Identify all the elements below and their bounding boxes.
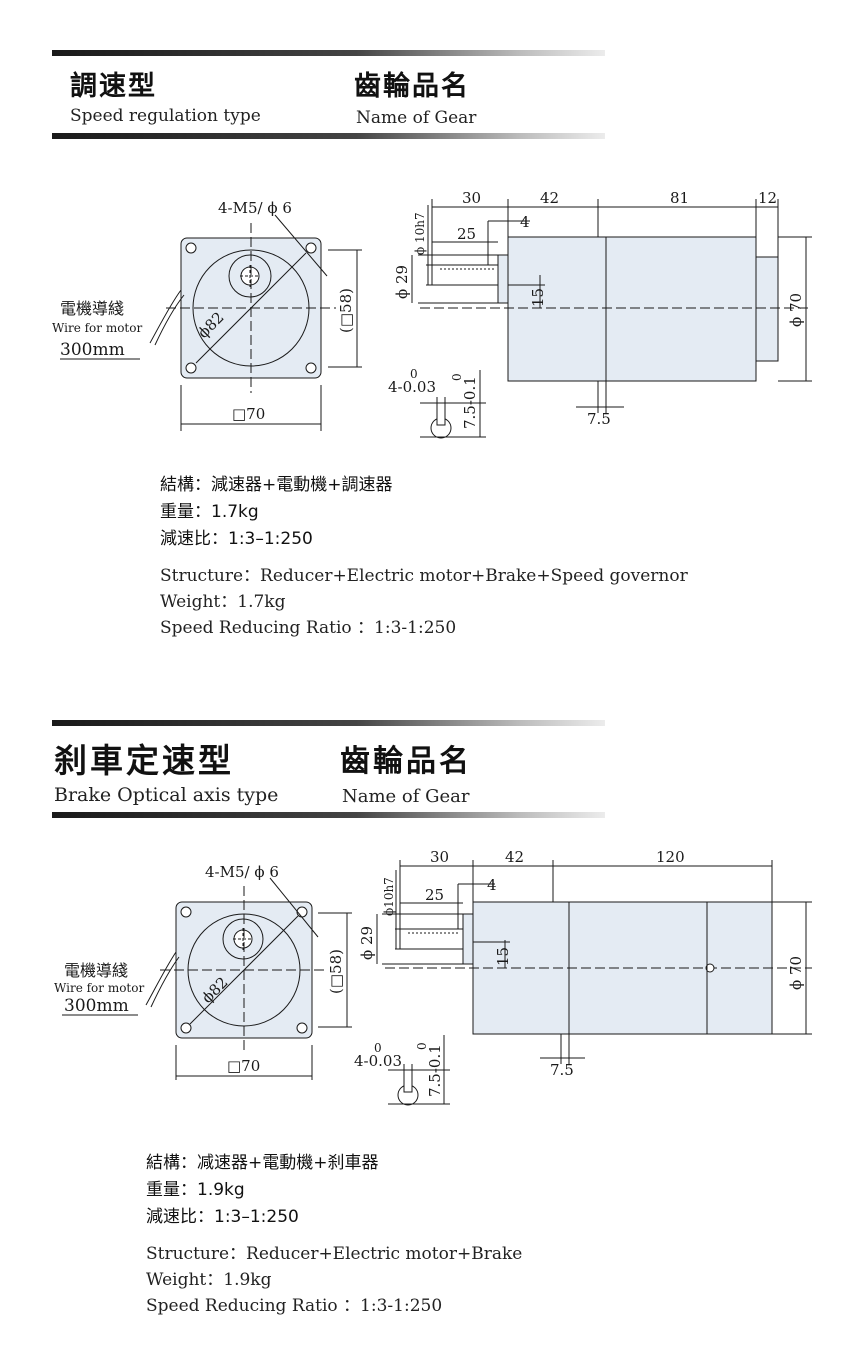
header-rule-top — [52, 50, 605, 56]
gear-title-en: Name of Gear — [356, 108, 477, 128]
header-rule-top — [52, 720, 605, 726]
side-view — [411, 199, 812, 439]
spec-ratio-cn: 減速比：1:3–1:250 — [160, 529, 313, 549]
gear-title-en: Name of Gear — [342, 786, 470, 807]
wire-label-en: Wire for motor — [52, 321, 142, 335]
bolt-hole — [185, 362, 197, 374]
spec-ratio-en: Speed Reducing Ratio ：1:3-1:250 — [160, 618, 457, 638]
spec-block: 結構：減速器+電動機+調速器 重量：1.7kg 減速比：1:3–1:250 St… — [160, 472, 688, 641]
spec-weight-en: Weight：1.7kg — [160, 592, 286, 612]
key-width-upper: 0 — [410, 367, 418, 381]
bolt-hole — [305, 362, 317, 374]
wire-length-label: 300mm — [60, 340, 125, 360]
technical-drawing: 4-M5/ ϕ 6 ϕ82 (□58) □70 電機導綫 Wire for mo… — [0, 175, 860, 465]
gear-title-cn: 齒輪品名 — [354, 71, 470, 102]
shaft-hub — [497, 254, 509, 304]
spec-weight-cn: 重量：1.7kg — [160, 502, 259, 522]
shaft — [431, 264, 499, 286]
dim-body: 81 — [670, 189, 689, 207]
type-title-en: Speed regulation type — [70, 106, 261, 126]
dim-7-5: 7.5 — [587, 410, 611, 428]
spec-structure-en: Structure：Reducer+Electric motor+Brake+S… — [160, 566, 688, 586]
wire-label-cn: 電機導綫 — [60, 299, 124, 318]
phi-29-label: ϕ 29 — [393, 265, 411, 299]
gearbox-body — [507, 236, 607, 382]
bolt-hole — [185, 242, 197, 254]
dim-42: 42 — [540, 189, 559, 207]
bolt-label: 4-M5/ ϕ 6 — [218, 199, 292, 217]
bolt-hole — [305, 242, 317, 254]
square-58-label: (□58) — [337, 288, 355, 333]
header-rule-bottom — [52, 133, 605, 139]
dim-15: 15 — [529, 288, 547, 307]
square-70-label: □70 — [232, 405, 265, 423]
phi-70-label: ϕ 70 — [787, 293, 805, 327]
dim-30: 30 — [462, 189, 481, 207]
header-rule-bottom — [52, 812, 605, 818]
motor-body — [605, 236, 757, 382]
phi-10-label: ϕ 10h7 — [413, 212, 427, 255]
key-height-upper: 0 — [450, 373, 464, 381]
section-speed-regulation: 調速型 Speed regulation type 齒輪品名 Name of G… — [0, 0, 860, 680]
type-title-en: Brake Optical axis type — [54, 784, 279, 806]
key-width-label: 4-0.03 — [388, 378, 436, 396]
gear-title-cn: 齒輪品名 — [340, 744, 472, 779]
spec-structure-cn: 結構：減速器+電動機+調速器 — [160, 475, 393, 495]
type-title-cn: 刹車定速型 — [54, 741, 234, 780]
dim-4: 4 — [520, 213, 530, 231]
front-view — [149, 214, 362, 431]
key-height-label: 7.5-0.1 — [461, 376, 479, 429]
dim-12: 12 — [758, 189, 777, 207]
dim-25: 25 — [457, 225, 476, 243]
type-title-cn: 調速型 — [70, 71, 157, 102]
end-cap — [755, 256, 779, 362]
section-brake-optical-axis: 刹車定速型 Brake Optical axis type 齒輪品名 Name … — [0, 680, 860, 1363]
